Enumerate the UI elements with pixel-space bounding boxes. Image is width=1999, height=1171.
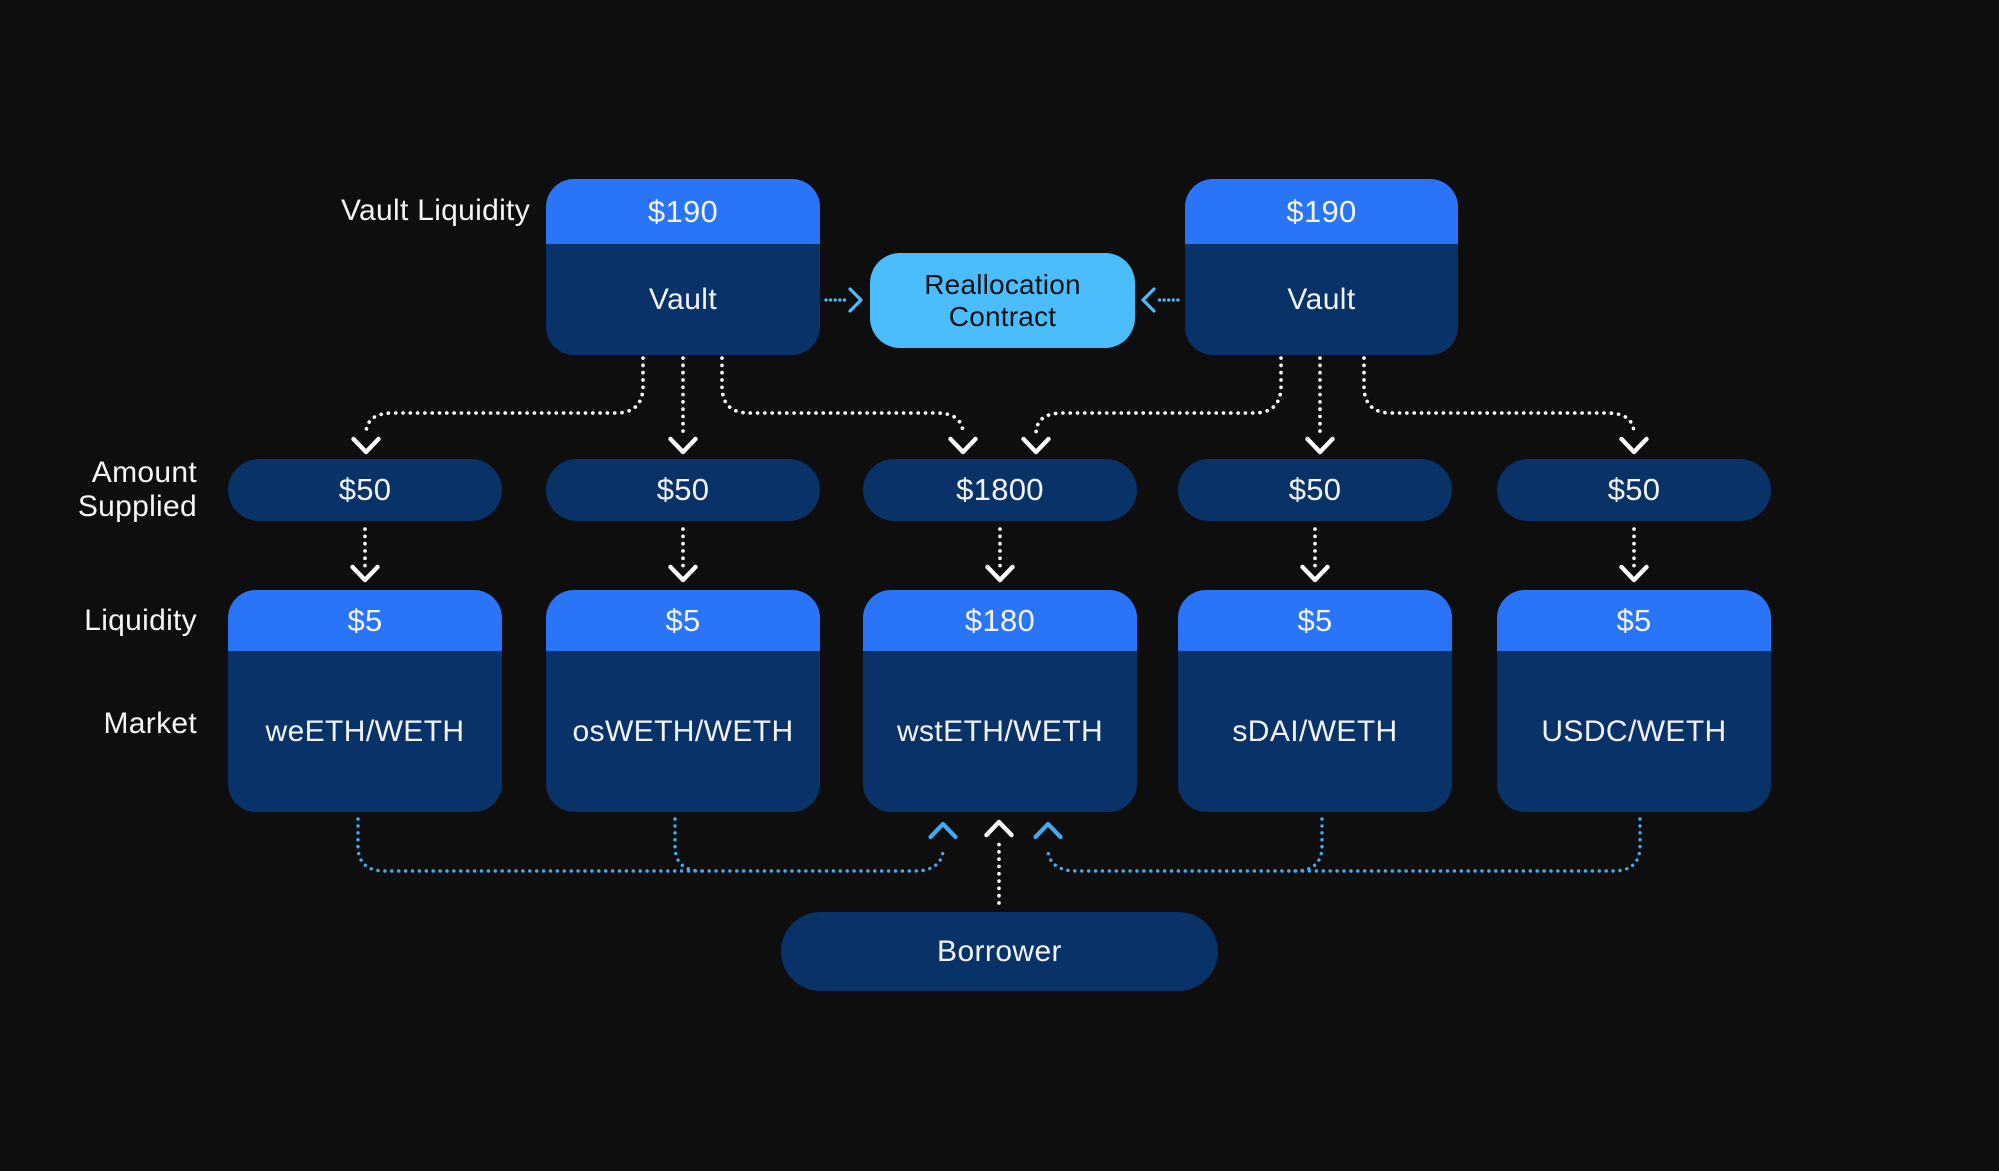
amount-supplied-pill-5: $50 (1497, 459, 1771, 521)
arrowhead-left-icon (1141, 287, 1156, 313)
arrow-market2-join (673, 817, 704, 873)
market-box-2: $5 osWETH/WETH (546, 590, 820, 812)
label-vault-liquidity: Vault Liquidity (340, 194, 530, 228)
arrowhead-down-icon (948, 436, 978, 455)
market-box-4: $5 sDAI/WETH (1178, 590, 1452, 812)
arrowhead-down-icon (351, 436, 381, 455)
market-3-liquidity-value: $180 (863, 590, 1137, 651)
label-amount-supplied: Amount Supplied (0, 452, 197, 528)
arrow-vault-right-to-col5 (1362, 356, 1636, 436)
reallocation-contract-line2: Contract (948, 300, 1057, 332)
borrower-pill: Borrower (781, 912, 1218, 991)
market-1-liquidity-value: $5 (228, 590, 502, 651)
arrow-vault-right-to-col3 (1034, 356, 1283, 436)
reallocation-contract-line1: Reallocation (924, 269, 1081, 301)
arrowhead-down-icon (1619, 436, 1649, 455)
arrowhead-down-icon (1619, 564, 1649, 583)
market-3-name: wstETH/WETH (896, 714, 1104, 748)
market-5-name: USDC/WETH (1541, 714, 1727, 748)
label-market: Market (103, 707, 197, 741)
vault-right-liquidity-value: $190 (1185, 179, 1458, 244)
label-liquidity: Liquidity (84, 604, 197, 638)
arrow-vault-left-to-col3 (720, 356, 965, 436)
arrow-market4-join (1293, 817, 1324, 873)
amount-supplied-pill-1: $50 (228, 459, 502, 521)
amount-supplied-pill-3: $1800 (863, 459, 1137, 521)
arrow-market1-to-market3 (356, 817, 945, 873)
market-2-name: osWETH/WETH (572, 714, 794, 748)
market-4-liquidity-value: $5 (1178, 590, 1452, 651)
market-4-name: sDAI/WETH (1232, 714, 1398, 748)
arrowhead-down-icon (1300, 564, 1330, 583)
vault-box-right: $190 Vault (1185, 179, 1458, 355)
arrowhead-up-icon (984, 819, 1014, 838)
arrowhead-down-icon (668, 564, 698, 583)
amount-supplied-pill-2: $50 (546, 459, 820, 521)
vault-left-liquidity-value: $190 (546, 179, 820, 244)
amount-supplied-pill-4: $50 (1178, 459, 1452, 521)
arrow-vault-left-to-col1 (364, 356, 645, 436)
market-box-5: $5 USDC/WETH (1497, 590, 1771, 812)
market-5-liquidity-value: $5 (1497, 590, 1771, 651)
arrowhead-down-icon (350, 564, 380, 583)
label-amount-supplied-line1: Amount (91, 456, 197, 490)
reallocation-contract-box: Reallocation Contract (870, 253, 1135, 348)
market-1-name: weETH/WETH (265, 714, 465, 748)
arrowhead-down-icon (1305, 436, 1335, 455)
arrowhead-down-icon (1021, 436, 1051, 455)
vault-box-left: $190 Vault (546, 179, 820, 355)
arrowhead-down-icon (985, 564, 1015, 583)
market-box-1: $5 weETH/WETH (228, 590, 502, 812)
arrowhead-up-icon (928, 821, 958, 840)
arrowhead-down-icon (668, 436, 698, 455)
market-2-liquidity-value: $5 (546, 590, 820, 651)
vault-right-name: Vault (1287, 282, 1356, 316)
label-amount-supplied-line2: Supplied (77, 490, 197, 523)
market-box-3: $180 wstETH/WETH (863, 590, 1137, 812)
vault-left-name: Vault (648, 282, 718, 316)
arrow-market5-to-market3 (1046, 817, 1642, 873)
arrowhead-right-icon (848, 287, 863, 313)
arrowhead-up-icon (1033, 821, 1063, 840)
